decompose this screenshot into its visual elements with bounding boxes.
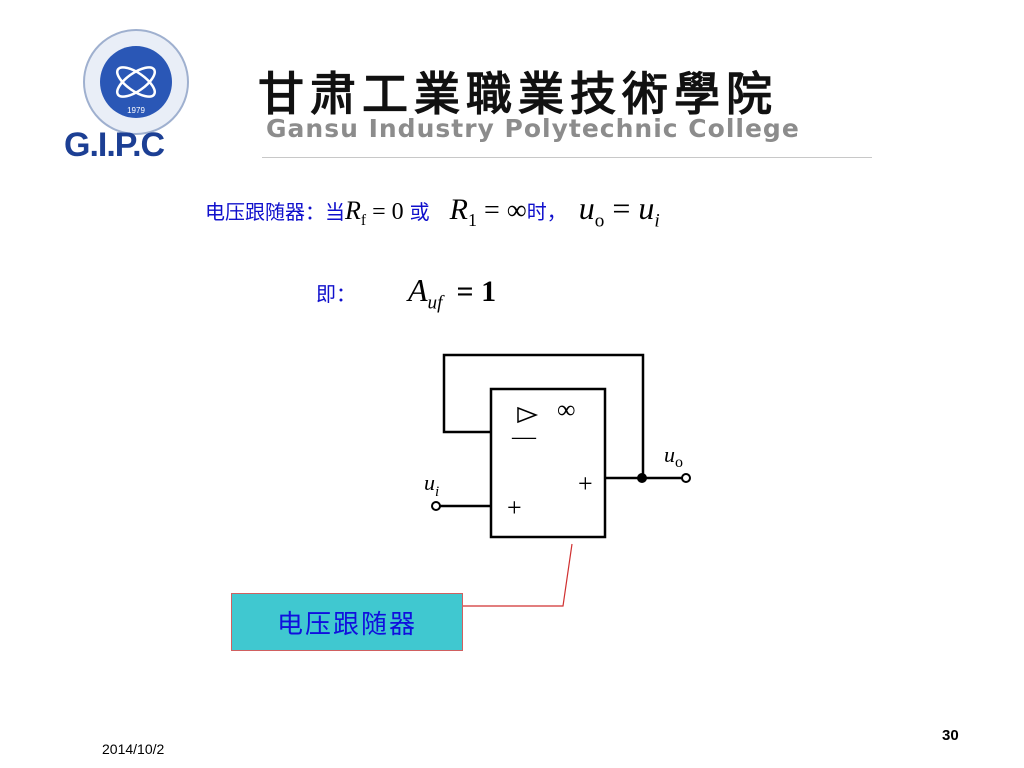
voltage-follower-circuit: ∞ — + + uo ui — [424, 353, 691, 539]
page-number: 30 — [942, 727, 959, 744]
input-voltage-label: ui — [424, 470, 439, 500]
follower-condition-line: 电压跟随器：当Rf = 0 或 R1 = ∞时， uo = ui — [205, 190, 660, 232]
uo-equation: uo = ui — [578, 190, 660, 232]
inverting-label: — — [511, 424, 537, 450]
college-name-en: Gansu Industry Polytechnic College — [266, 114, 800, 143]
college-name-cn: 甘肃工業職業技術學院 — [258, 67, 778, 121]
voltage-follower-callout: 电压跟随器 — [231, 593, 463, 651]
gain-equation: = 1 — [456, 275, 497, 308]
output-terminal — [681, 473, 691, 483]
amplifier-triangle-icon — [517, 406, 539, 424]
output-node — [637, 473, 647, 483]
gipc-logo-text: G.I.P.C — [64, 126, 165, 164]
then-label: 时， — [526, 200, 567, 224]
college-seal-logo: 1979 — [83, 29, 189, 135]
slide-date: 2014/10/2 — [102, 741, 165, 757]
output-voltage-label: uo — [664, 442, 683, 471]
r1-symbol: R1 — [449, 193, 477, 230]
rf-equation: = 0 — [366, 199, 410, 225]
r1-equation: = ∞ — [476, 195, 527, 226]
or-label: 或 — [409, 200, 430, 224]
seal-year: 1979 — [127, 106, 145, 115]
condition-label: 电压跟随器：当 — [205, 200, 345, 224]
opamp-box — [489, 387, 607, 539]
callout-leader-line — [462, 543, 573, 607]
feedback-wire — [442, 353, 645, 478]
gain-line: 即： Auf = 1 — [316, 272, 496, 314]
noninverting-label: + — [578, 469, 593, 498]
auf-symbol: Auf — [408, 272, 443, 314]
infinity-symbol: ∞ — [557, 395, 576, 424]
input-terminal — [431, 501, 441, 511]
gain-label: 即： — [316, 282, 356, 306]
input-plus-label: + — [507, 493, 522, 522]
header-divider — [262, 157, 872, 158]
rf-symbol: Rf — [345, 196, 367, 230]
